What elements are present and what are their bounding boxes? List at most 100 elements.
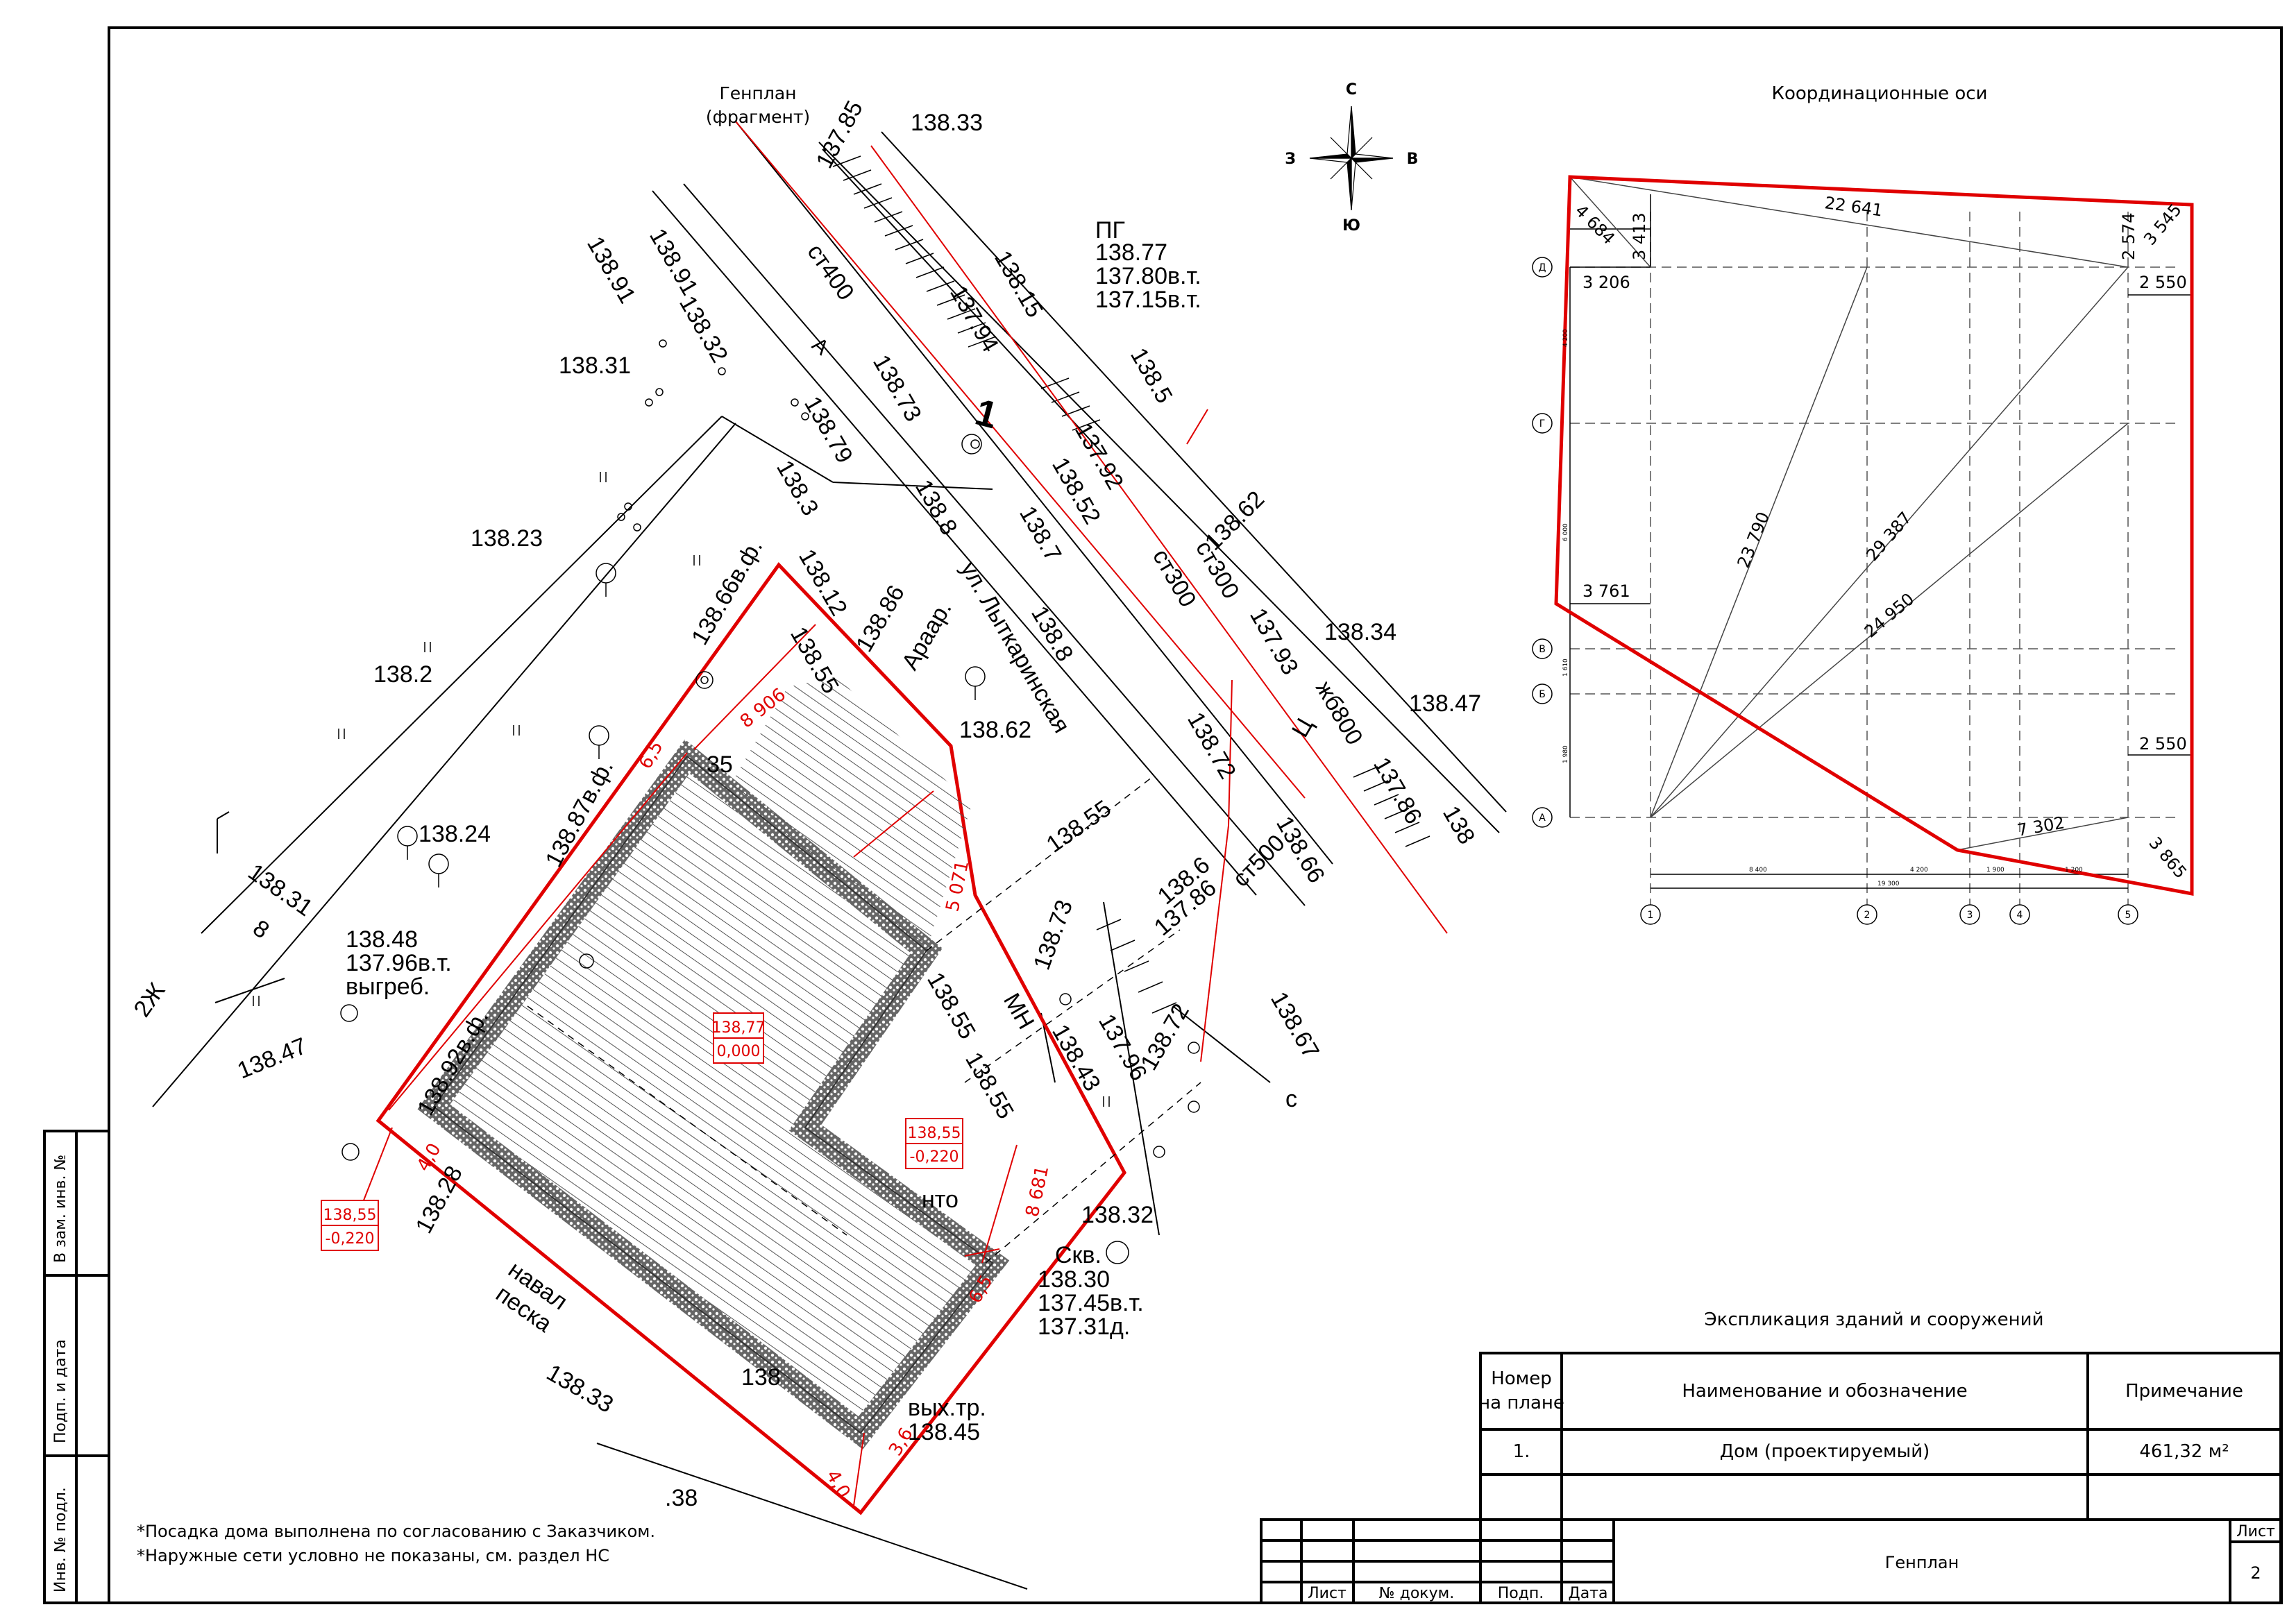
dashed-lines <box>527 776 1201 1264</box>
elev: 138.47 <box>1409 690 1481 717</box>
elev: 138.47 <box>234 1033 311 1084</box>
level-mark: -0,220 <box>910 1148 959 1166</box>
small-dim: 4 200 <box>1562 329 1569 347</box>
axis-label-v: В <box>1539 644 1546 655</box>
elev: 137.80в.т. <box>1095 263 1201 289</box>
tb-label-doc: № докум. <box>1379 1585 1454 1602</box>
axis-label-g: Г <box>1539 418 1546 430</box>
tick-marks <box>832 155 1430 1014</box>
elev: 138.62 <box>959 717 1031 743</box>
tb-label-sheet: Лист <box>1308 1585 1347 1602</box>
elev: 2Ж <box>128 978 170 1022</box>
elev: ст400 <box>802 239 859 305</box>
axes-boundary <box>1554 175 2194 897</box>
axes-diagonals <box>1569 176 2129 851</box>
elev: 138 <box>741 1364 781 1391</box>
small-dim: 1 980 <box>1562 745 1569 763</box>
dim-4-0b: 4,0 <box>822 1467 854 1502</box>
elev: ПГ <box>1095 217 1125 244</box>
dim: 24 950 <box>1861 589 1918 641</box>
elev: 138.33 <box>911 110 983 136</box>
stamp-label-replaced-inv: В зам. инв. № <box>52 1155 69 1263</box>
elev: выгреб. <box>346 974 430 1000</box>
entry-mark: 1 <box>971 391 1002 437</box>
elev: 138.24 <box>419 821 491 847</box>
elev: 138.77 <box>1095 239 1167 266</box>
elev: 138.91 <box>582 232 641 308</box>
elev: 138.48 <box>346 926 418 953</box>
header-number-line1: Номер <box>1491 1368 1552 1389</box>
site-boundary <box>375 562 1126 1515</box>
site-plan-caption: Генплан <box>720 83 797 103</box>
elev: МН <box>998 989 1039 1034</box>
north-arrow-small <box>217 811 230 853</box>
axis-label-d: Д <box>1539 262 1546 273</box>
dim: 3 206 <box>1582 273 1630 292</box>
header-note: Примечание <box>2125 1381 2243 1402</box>
elev: 138.55 <box>922 968 981 1044</box>
tb-sheet-number: 2 <box>2250 1563 2261 1583</box>
elevation-labels: 138.33 ПГ 138.77 137.80в.т. 137.15в.т. 1… <box>346 110 1481 1511</box>
elev: 138.15 <box>989 246 1048 322</box>
elev: 138 <box>1437 801 1480 849</box>
stamp-label-orig-inv: Инв. № подл. <box>52 1487 69 1592</box>
elev: 138.32 <box>1081 1202 1154 1228</box>
elev: 138.86 <box>851 581 910 656</box>
header-number-line2: на плане <box>1478 1393 1564 1413</box>
tb-drawing-name: Генплан <box>1885 1553 1959 1572</box>
col-axis-bubbles: 1 2 3 4 5 <box>1640 904 2138 925</box>
level-mark: 0,000 <box>717 1043 761 1060</box>
elev: нто <box>922 1187 959 1213</box>
level-mark: -0,220 <box>326 1230 375 1248</box>
elev: А <box>808 333 834 359</box>
axes-plan: Координационные оси Д Г В Б <box>1532 83 2194 925</box>
elev: 138.72 <box>1136 999 1195 1075</box>
elev: 138.30 <box>1038 1266 1110 1293</box>
axis-label-4: 4 <box>2017 910 2023 921</box>
elev: жб800 <box>1310 677 1368 749</box>
level-value: 138,55 <box>908 1125 961 1142</box>
dim-6-5: 6,5 <box>635 738 668 773</box>
elev: 138.8 <box>910 475 962 540</box>
elev: 138.66в.ф. <box>686 535 768 649</box>
dim: 29 387 <box>1862 508 1915 565</box>
dim: 7 302 <box>2016 813 2066 840</box>
elev: Скв. <box>1055 1242 1101 1268</box>
level-value: 138,55 <box>323 1207 377 1224</box>
compass-east: В <box>1407 151 1419 168</box>
explication-table: Экспликация зданий и сооружений Номер на… <box>1478 1309 2282 1521</box>
compass-north: С <box>1346 81 1357 99</box>
elev: 138.23 <box>471 525 543 552</box>
elev: 138.31 <box>559 352 631 379</box>
red-boundary-lines <box>735 121 1448 1062</box>
dim: 3 545 <box>2140 200 2186 249</box>
elev: 137.85 <box>811 96 868 173</box>
elev: 138.91 <box>644 224 703 300</box>
note-2: *Наружные сети условно не показаны, см. … <box>137 1546 609 1565</box>
elev: 138.67 <box>1265 987 1324 1063</box>
stamp-label-sign-date: Подп. и дата <box>52 1339 69 1443</box>
row-number: 1. <box>1513 1441 1530 1462</box>
elev: 137.31д. <box>1038 1314 1130 1340</box>
dim: 2 550 <box>2139 734 2187 754</box>
axis-label-1: 1 <box>1648 910 1654 921</box>
elev: ст300 <box>1147 545 1201 611</box>
dim: 22 641 <box>1823 193 1884 220</box>
explication-title: Экспликация зданий и сооружений <box>1705 1309 2044 1330</box>
row-axis-bubbles: Д Г В Б А <box>1532 257 1553 828</box>
dim: 2 574 <box>2119 212 2138 260</box>
axis-label-b: Б <box>1539 689 1546 700</box>
elev: 137.86 <box>1368 753 1427 829</box>
axis-grid <box>1570 212 2179 906</box>
elev: 137.45в.т. <box>1038 1290 1144 1316</box>
axes-plan-title: Координационные оси <box>1772 83 1988 104</box>
axis-label-a: А <box>1539 813 1546 824</box>
dim: 3 413 <box>1630 212 1649 260</box>
compass-south: Ю <box>1342 217 1360 235</box>
small-dim: 1 900 <box>1986 867 2004 874</box>
elev: вых.тр. <box>908 1395 986 1421</box>
side-stamp: В зам. инв. № Подп. и дата Инв. № подл. <box>52 1155 69 1592</box>
level-box-left: 138,55 -0,220 <box>321 1200 379 1251</box>
elev: 138.32 <box>674 291 733 367</box>
